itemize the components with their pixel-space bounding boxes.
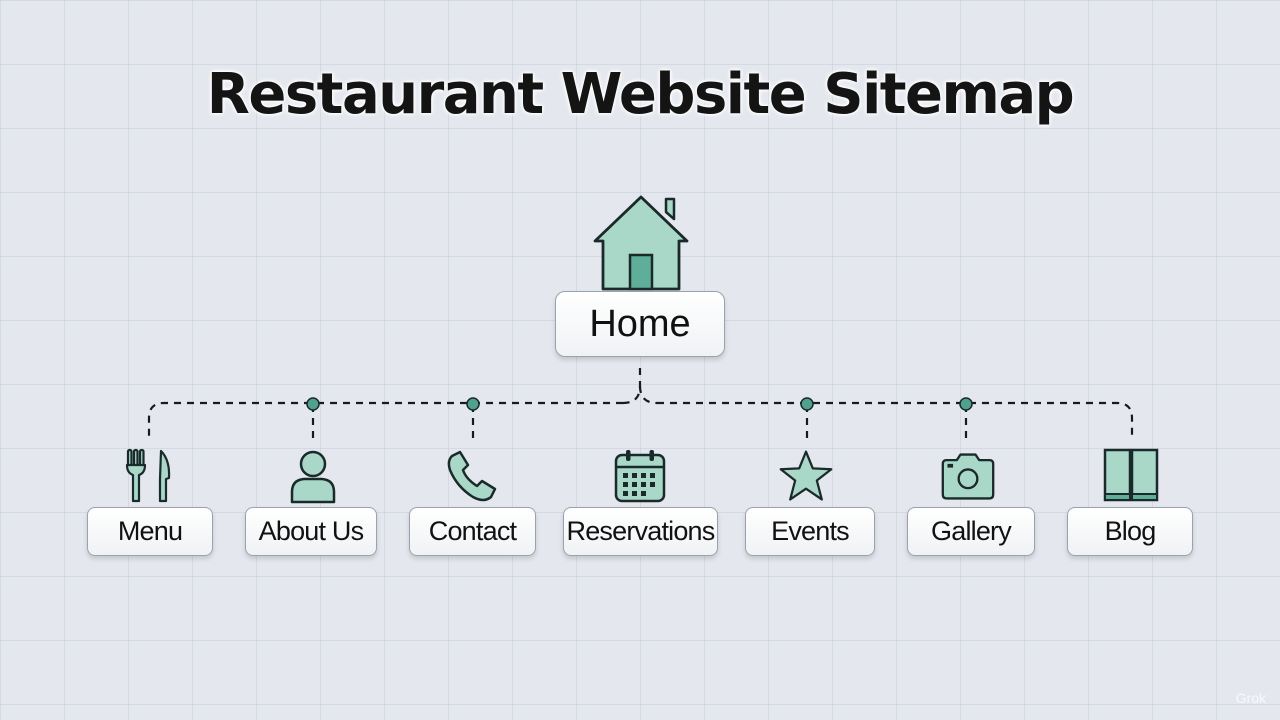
branch-line-left: [147, 401, 623, 440]
home-node[interactable]: Home: [555, 291, 725, 357]
reservations-node[interactable]: Reservations: [563, 507, 718, 556]
contact-node[interactable]: Contact: [409, 507, 536, 556]
star-icon: [779, 450, 833, 501]
calendar-icon: [614, 450, 666, 503]
junction-dot: [959, 397, 973, 411]
house-icon: [593, 195, 689, 291]
events-node[interactable]: Events: [745, 507, 875, 556]
diagram-title: Restaurant Website Sitemap: [206, 62, 1075, 127]
junction-dot: [306, 397, 320, 411]
book-icon: [1103, 448, 1159, 502]
watermark: Grok: [1235, 690, 1266, 706]
menu-node[interactable]: Menu: [87, 507, 213, 556]
fork-knife-icon: [125, 448, 171, 503]
branch-line-right: [657, 401, 1134, 440]
camera-icon: [941, 453, 995, 500]
gallery-node[interactable]: Gallery: [907, 507, 1035, 556]
about-us-node[interactable]: About Us: [245, 507, 377, 556]
trunk-line: [622, 368, 642, 405]
trunk-line-right: [638, 385, 658, 405]
person-icon: [290, 450, 336, 504]
blog-node[interactable]: Blog: [1067, 507, 1193, 556]
junction-dot: [800, 397, 814, 411]
phone-icon: [447, 450, 497, 502]
junction-dot: [466, 397, 480, 411]
